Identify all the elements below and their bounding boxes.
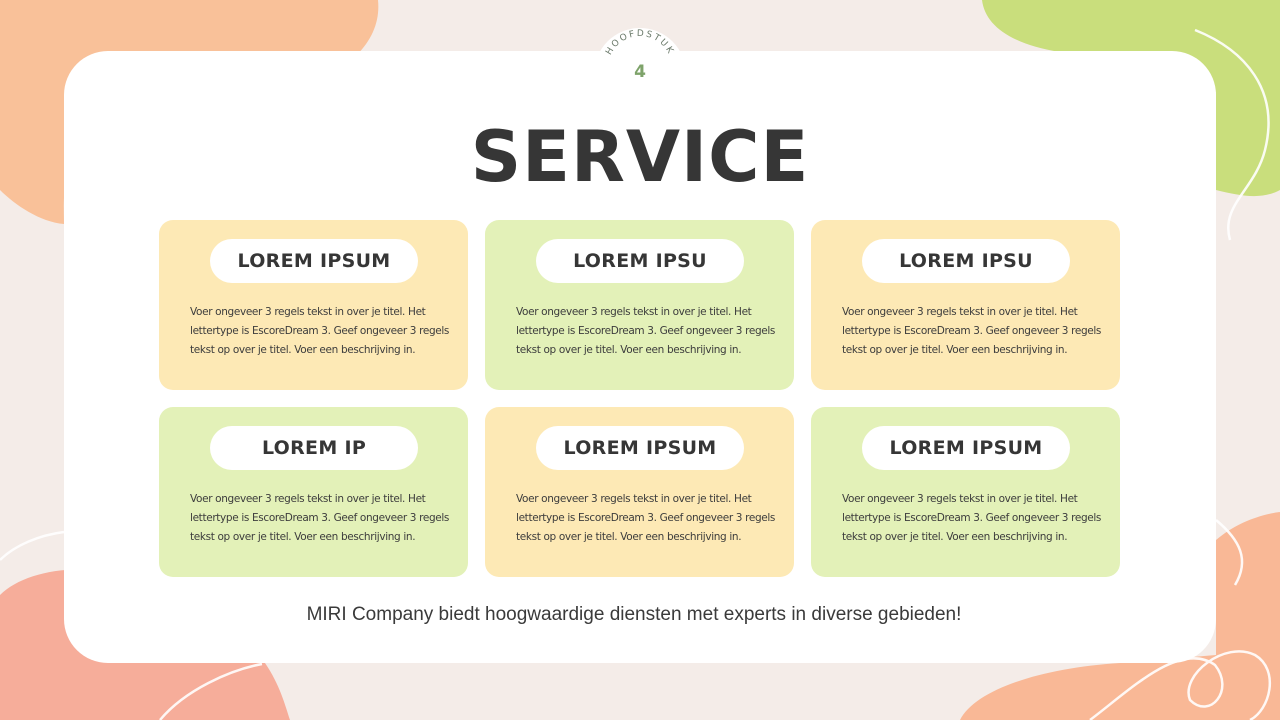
page-title: SERVICE	[470, 116, 810, 198]
footer-tagline: MIRI Company biedt hoogwaardige diensten…	[306, 604, 962, 625]
service-description: Voer ongeveer 3 regels tekst in over je …	[842, 493, 1102, 543]
line-doodle-right	[1215, 519, 1244, 586]
service-box: LOREM IPSUM Voer ongeveer 3 regels tekst…	[811, 407, 1120, 577]
service-description: Voer ongeveer 3 regels tekst in over je …	[516, 493, 776, 543]
service-heading: LOREM IP	[210, 426, 418, 470]
service-box: LOREM IPSUM Voer ongeveer 3 regels tekst…	[485, 407, 794, 577]
line-doodle-top-right	[1194, 28, 1270, 241]
green-blob	[982, 0, 1280, 197]
service-heading: LOREM IPSUM	[210, 239, 418, 283]
line-doodle-bottom-right	[1089, 650, 1272, 720]
service-heading: LOREM IPSUM	[862, 426, 1070, 470]
service-heading: LOREM IPSUM	[536, 426, 744, 470]
chapter-number: 4	[634, 62, 646, 82]
service-heading: LOREM IPSU	[862, 239, 1070, 283]
service-box: LOREM IPSUM Voer ongeveer 3 regels tekst…	[159, 220, 468, 390]
service-heading: LOREM IPSU	[536, 239, 744, 283]
service-description: Voer ongeveer 3 regels tekst in over je …	[190, 306, 450, 356]
service-box: LOREM IP Voer ongeveer 3 regels tekst in…	[159, 407, 468, 577]
service-box: LOREM IPSU Voer ongeveer 3 regels tekst …	[811, 220, 1120, 390]
line-doodle-bottom-left	[159, 662, 263, 720]
service-description: Voer ongeveer 3 regels tekst in over je …	[190, 493, 450, 543]
line-doodle-left	[0, 530, 65, 561]
chapter-badge: HOOFDSTUK 4	[594, 28, 686, 120]
chapter-label: HOOFDSTUK	[604, 29, 676, 57]
service-description: Voer ongeveer 3 regels tekst in over je …	[842, 306, 1102, 356]
service-box: LOREM IPSU Voer ongeveer 3 regels tekst …	[485, 220, 794, 390]
chapter-label-arc: HOOFDSTUK	[604, 29, 676, 57]
service-description: Voer ongeveer 3 regels tekst in over je …	[516, 306, 776, 356]
